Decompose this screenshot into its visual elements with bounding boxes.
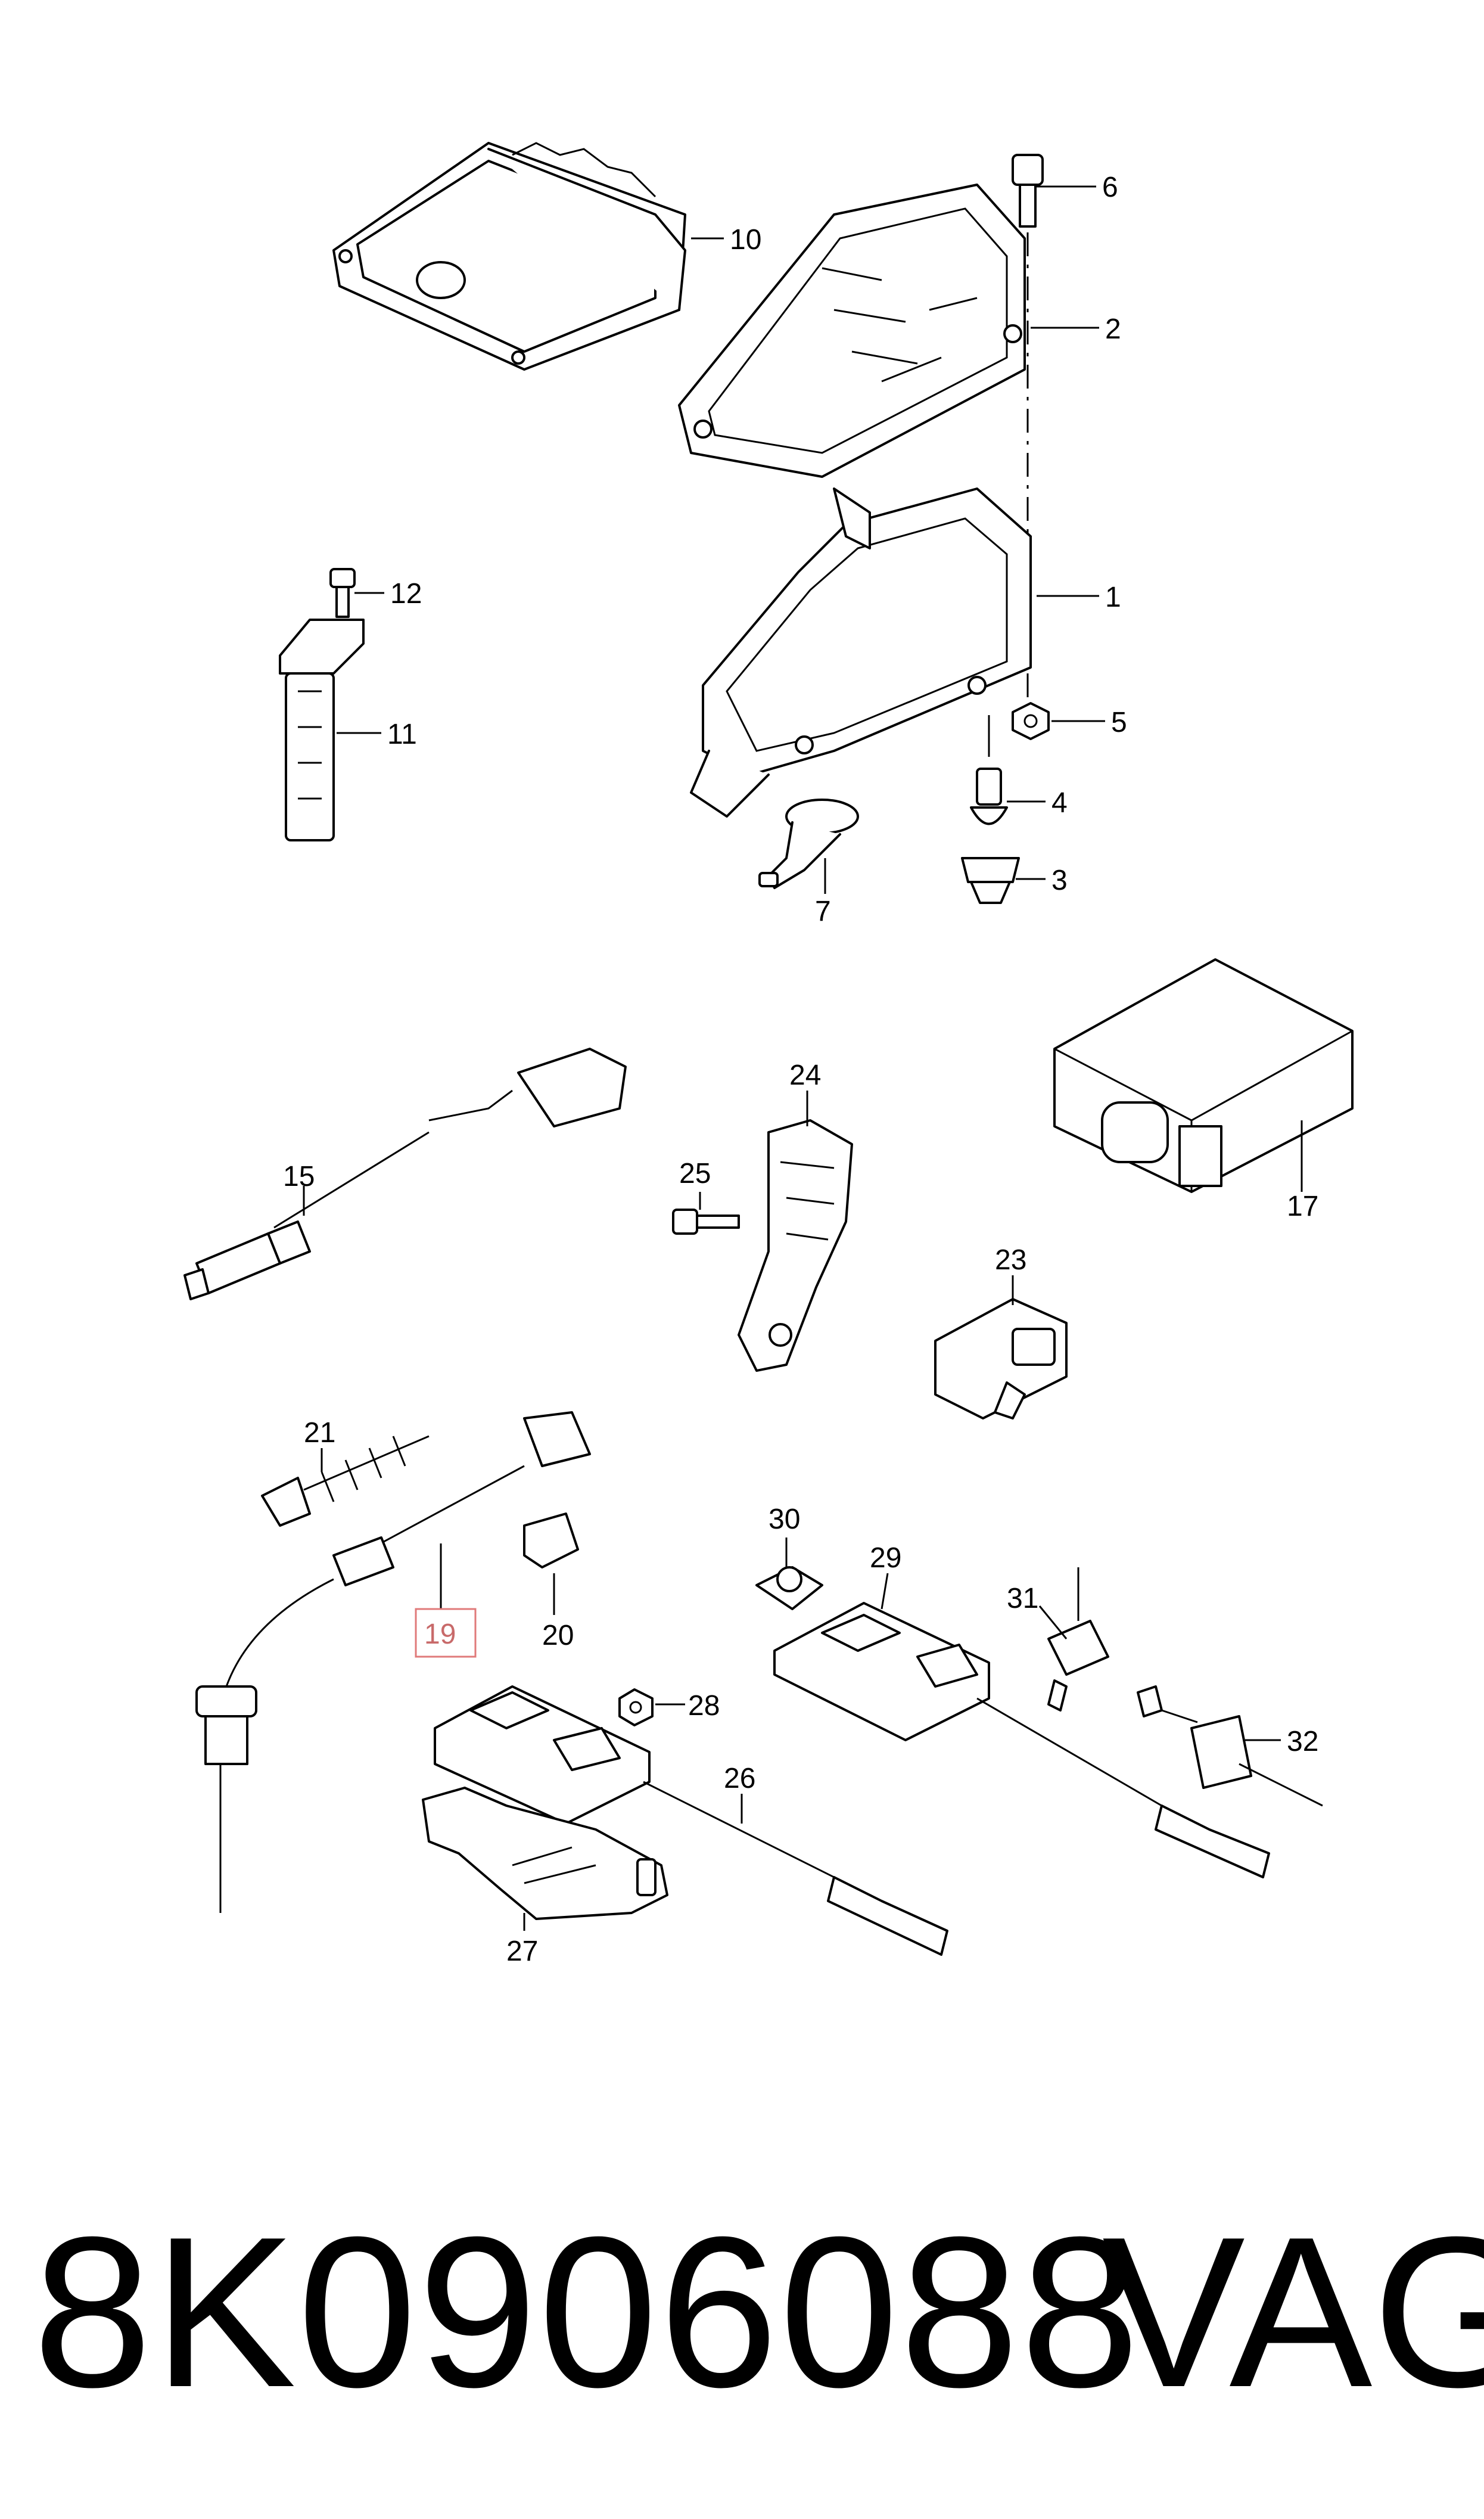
- part-21-cable-holder: [261, 1435, 430, 1527]
- part-5-nut: [1012, 702, 1050, 740]
- part-12-screw: [329, 568, 356, 618]
- part-25-screw: [672, 1209, 740, 1235]
- part-26-nox-sensor: [434, 1685, 948, 1956]
- callout-7: 7: [815, 896, 831, 927]
- callout-26: 26: [724, 1763, 755, 1794]
- callout-5: 5: [1111, 707, 1127, 738]
- part-31-holder: [1047, 1567, 1109, 1712]
- callout-3: 3: [1051, 865, 1068, 896]
- part-30-nut: [755, 1566, 823, 1610]
- part-15-lambda-probe: [183, 1048, 627, 1300]
- part-17-control-module: [1053, 958, 1354, 1193]
- callout-4: 4: [1051, 787, 1068, 819]
- callout-12: 12: [390, 578, 422, 610]
- part-29-nox-sensor: [773, 1602, 1270, 1878]
- callout-24: 24: [789, 1060, 821, 1091]
- callout-19: 19: [424, 1619, 456, 1650]
- callout-17: 17: [1287, 1191, 1318, 1222]
- callout-28: 28: [688, 1690, 720, 1722]
- part-24-bracket: [738, 1119, 853, 1372]
- part-7-boot: [758, 799, 859, 889]
- callout-21: 21: [304, 1417, 335, 1449]
- callout-15: 15: [283, 1161, 315, 1192]
- callout-25: 25: [679, 1158, 711, 1189]
- part-11-sensor: [279, 619, 365, 841]
- part-2-cover: [678, 184, 1026, 478]
- callout-29: 29: [870, 1542, 901, 1574]
- part-20-clip: [523, 1512, 579, 1568]
- callout-27: 27: [506, 1936, 538, 1967]
- callout-31: 31: [1007, 1583, 1038, 1614]
- part-23-pressure-sensor: [934, 1298, 1068, 1420]
- callout-32: 32: [1287, 1726, 1318, 1757]
- part-32-connector: [1137, 1685, 1323, 1807]
- callout-20: 20: [542, 1620, 574, 1651]
- part-6-bolt: [1012, 154, 1044, 228]
- callout-30: 30: [769, 1504, 800, 1535]
- callout-10: 10: [730, 224, 761, 256]
- callout-19-highlight-box: [415, 1608, 477, 1658]
- part-4-stud: [970, 715, 1008, 825]
- callout-11: 11: [387, 719, 417, 750]
- callout-2: 2: [1105, 313, 1121, 345]
- part-27-bracket: [422, 1787, 668, 1920]
- part-3-grommet: [961, 857, 1020, 904]
- part-1-housing: [690, 487, 1032, 818]
- callout-1: 1: [1105, 582, 1121, 613]
- callout-6: 6: [1102, 172, 1118, 203]
- part-28-nut: [618, 1688, 654, 1726]
- part-10-control-unit: [332, 142, 686, 371]
- callout-23: 23: [995, 1244, 1026, 1276]
- part-19-temperature-sender: [195, 1411, 591, 1913]
- brand-label: VAG: [1102, 2192, 1484, 2432]
- parts-exploded-diagram: 10 2 6 1 5 4: [183, 142, 1354, 1967]
- part-number: 8K0906088: [33, 2192, 1141, 2432]
